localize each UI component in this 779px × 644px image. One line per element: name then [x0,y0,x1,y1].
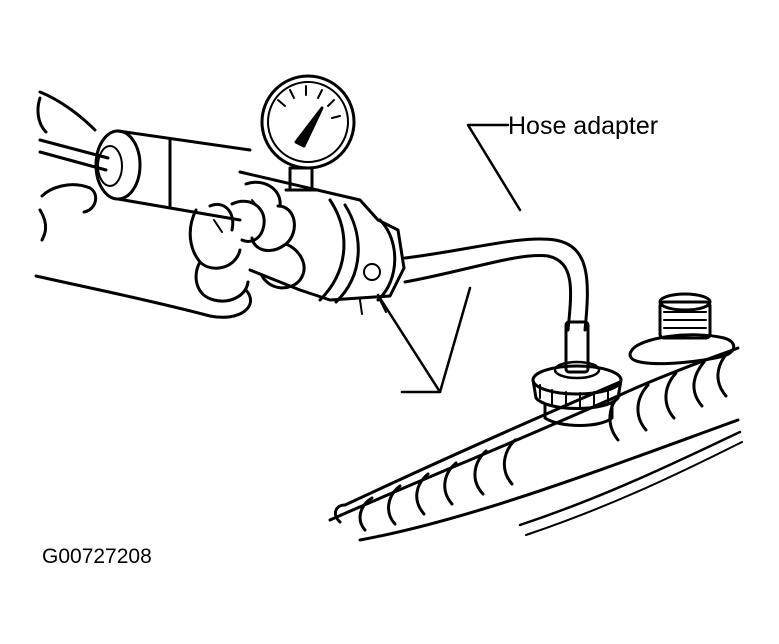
hand [34,90,306,319]
figure-code: G00727208 [42,545,152,568]
radiator-tank [328,346,743,542]
hose-adapter-label: Hose adapter [508,112,659,140]
leader-lines [376,123,522,394]
pressure-gauge-icon [260,74,356,192]
hose [403,237,590,374]
filler-neck [531,360,623,427]
hand-pump-icon [38,129,406,315]
radiator-cap [628,292,736,366]
